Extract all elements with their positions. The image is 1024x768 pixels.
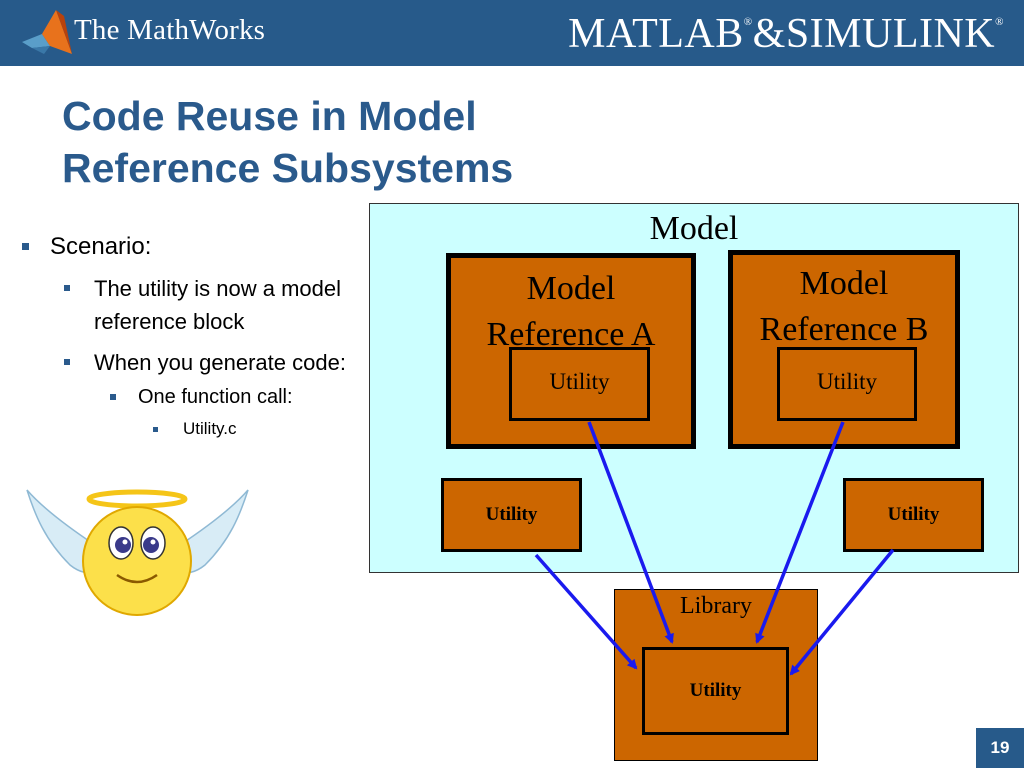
block-label: Model (526, 270, 616, 307)
bullet-text: Utility.c (183, 419, 237, 438)
registered-mark: ® (995, 16, 1004, 28)
bullet-level2: When you generate code: (18, 346, 378, 379)
utility-block-in-ref-b: Utility (777, 347, 917, 421)
ampersand: & (752, 11, 786, 57)
bullet-level2: The utility is now a model reference blo… (18, 272, 378, 338)
block-label: Reference B (759, 311, 929, 348)
registered-mark: ® (743, 16, 753, 28)
arrow-from-left-utility (534, 553, 638, 670)
bullet-marker (64, 359, 70, 365)
bullet-marker (110, 394, 116, 400)
utility-block-right: Utility (843, 478, 984, 552)
library-utility-block: Utility (642, 647, 789, 735)
bullet-level1: Scenario: (18, 230, 378, 264)
membrane-logo-icon (22, 10, 72, 54)
library-label: Library (680, 593, 752, 619)
product-wordmark: MATLAB®&SIMULINK® (568, 10, 1004, 58)
header-banner: The MathWorks MATLAB®&SIMULINK® (0, 0, 1024, 66)
arrow-from-right-utility (789, 548, 895, 676)
company-name: The MathWorks (74, 14, 266, 46)
simulink-wordmark: SIMULINK (785, 11, 996, 57)
arrow-from-ref-b-utility (755, 421, 845, 644)
arrow-from-ref-a-utility (587, 421, 674, 644)
slide-title: Code Reuse in Model Reference Subsystems (62, 90, 622, 194)
bullet-marker (22, 243, 29, 250)
bullet-list: Scenario: The utility is now a model ref… (18, 230, 378, 441)
angel-smiley-icon (26, 489, 249, 616)
bullet-marker (153, 427, 158, 432)
bullet-level4: Utility.c (18, 417, 378, 441)
bullet-marker (64, 285, 70, 291)
block-label: Model (799, 265, 889, 302)
block-label: Reference A (486, 316, 656, 353)
model-label: Model (649, 210, 739, 247)
bullet-text: One function call: (138, 386, 293, 408)
utility-block-left: Utility (441, 478, 582, 552)
slide-title-line1: Code Reuse in Model (62, 93, 477, 139)
utility-block-in-ref-a: Utility (509, 347, 650, 421)
bullet-text: The utility is now a model reference blo… (94, 276, 341, 334)
bullet-text: When you generate code: (94, 350, 346, 375)
matlab-wordmark: MATLAB (568, 11, 744, 57)
bullet-text: Scenario: (50, 233, 152, 260)
bullet-level3: One function call: (18, 383, 378, 411)
slide-title-line2: Reference Subsystems (62, 145, 514, 191)
page-number: 19 (976, 728, 1024, 768)
